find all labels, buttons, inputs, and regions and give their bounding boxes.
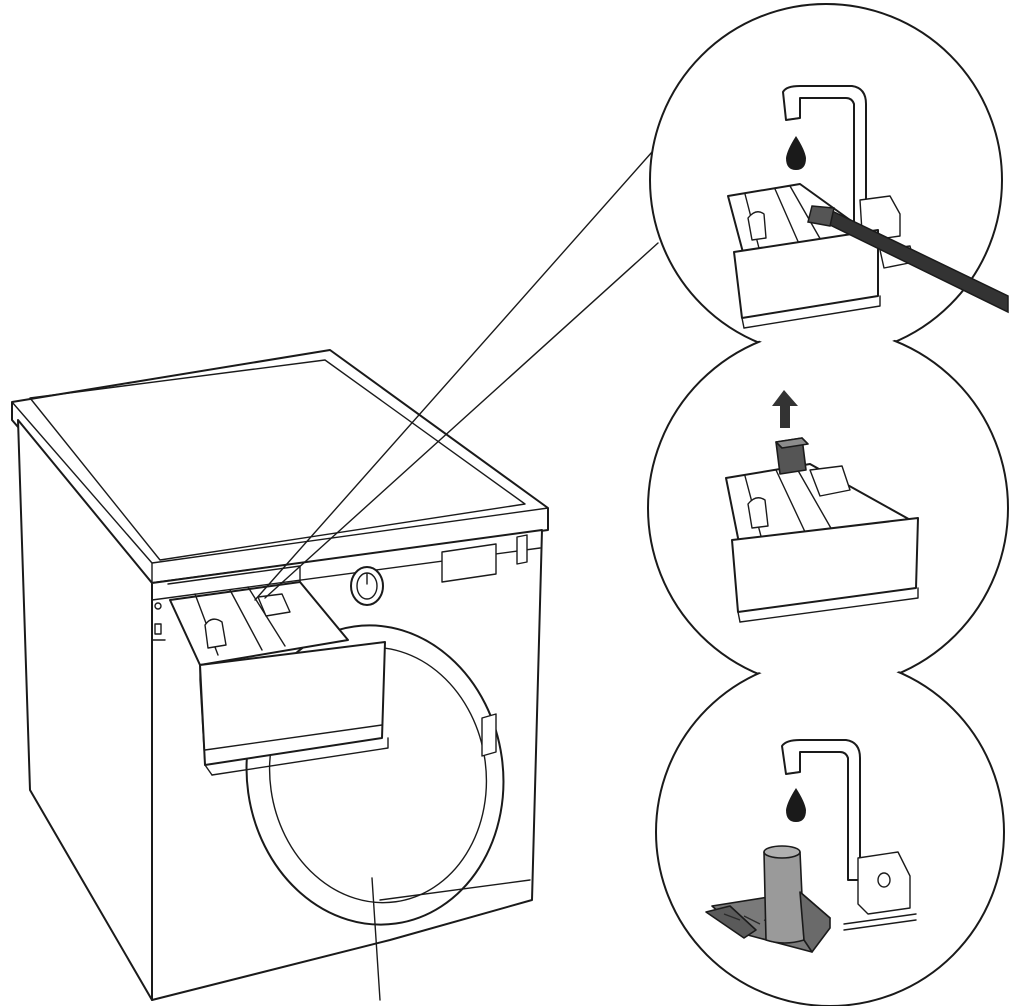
power-button	[516, 534, 528, 565]
siphon-part	[705, 845, 831, 953]
arrow-up-icon	[772, 390, 798, 428]
machine-dispenser-drawer	[169, 581, 389, 776]
water-drop-icon	[786, 136, 806, 170]
step-1-rinse-drawer	[727, 85, 1009, 329]
water-drop-icon	[786, 788, 806, 822]
faucet-icon	[781, 739, 917, 931]
program-knob	[350, 566, 384, 606]
zoom-lines	[254, 142, 661, 601]
step-3-rinse-siphon	[705, 739, 917, 953]
siphon-cap	[775, 437, 809, 475]
display-panel	[441, 543, 497, 583]
step-2-lift-siphon	[725, 390, 919, 623]
brush-icon	[807, 205, 1009, 314]
